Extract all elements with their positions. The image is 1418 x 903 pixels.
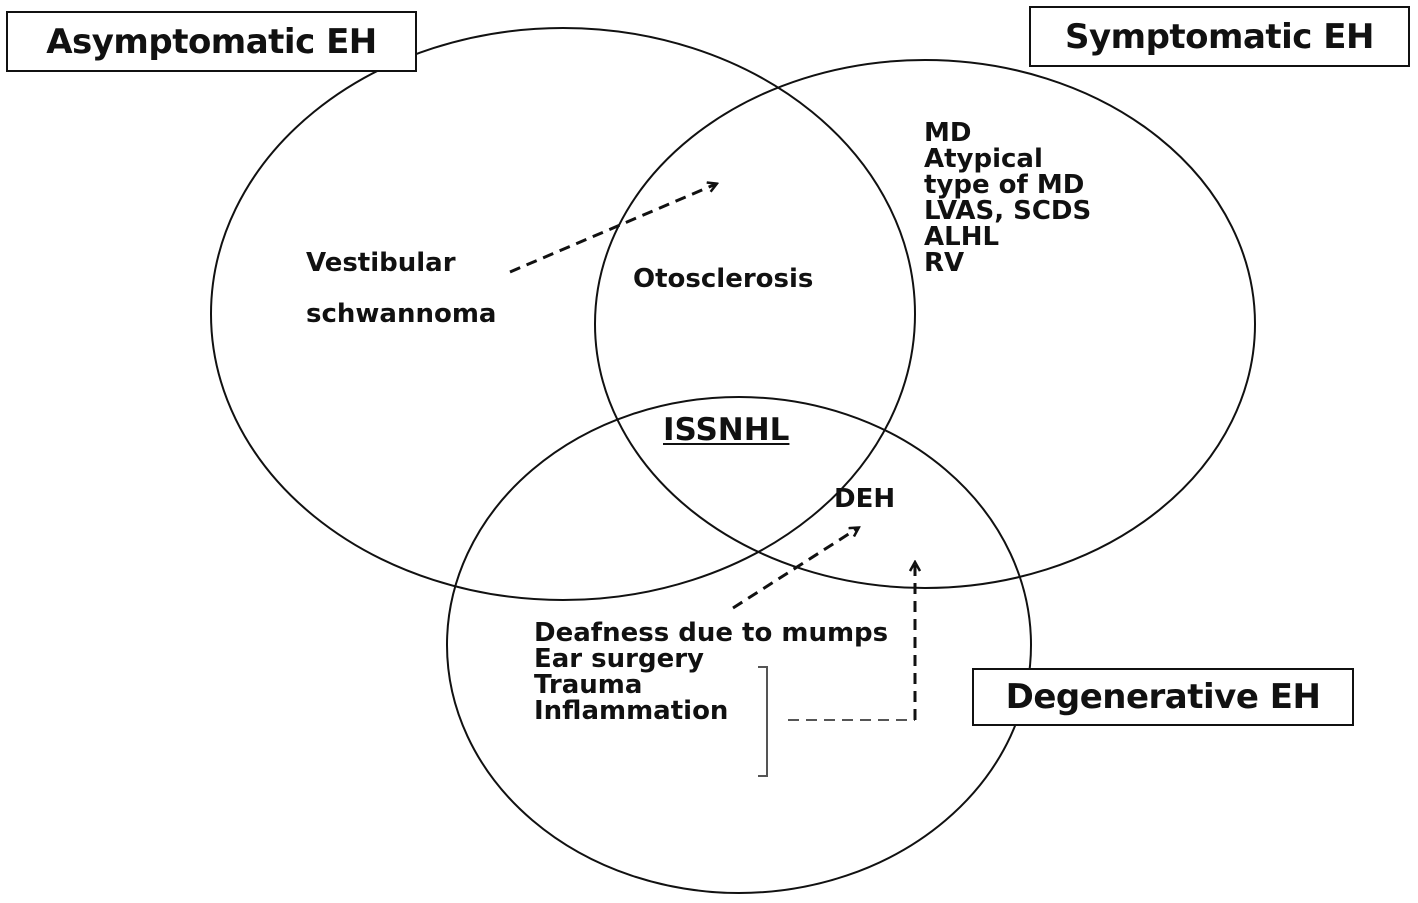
symptomatic-item: type of MD (924, 170, 1085, 200)
degenerative-item: Inflammation (534, 696, 729, 726)
causes-bracket (758, 666, 768, 777)
asymptomatic-item: Vestibular (306, 248, 456, 278)
symptomatic-list: MD Atypical type of MD LVAS, SCDS ALHL R… (924, 120, 1091, 276)
degenerative-item: Ear surgery (534, 644, 705, 674)
degenerative-item: Deafness due to mumps (534, 618, 889, 648)
mumps-to-deh-arrow (732, 528, 858, 610)
symptomatic-item: RV (924, 248, 965, 278)
issnhl-label: ISSNHL (663, 412, 790, 448)
degenerative-eh-label: Degenerative EH (972, 668, 1354, 726)
deh-label: DEH (834, 484, 896, 514)
asymptomatic-item: schwannoma (306, 299, 497, 329)
asymptomatic-circle (210, 27, 916, 601)
schwannoma-to-otosclerosis-arrow (509, 184, 716, 274)
symptomatic-circle (594, 59, 1256, 589)
symptomatic-item: MD (924, 118, 972, 148)
asymptomatic-eh-label: Asymptomatic EH (6, 11, 417, 72)
symptomatic-item: Atypical (924, 144, 1043, 174)
symptomatic-eh-label: Symptomatic EH (1029, 6, 1410, 67)
degenerative-circle (446, 396, 1032, 894)
symptomatic-item: LVAS, SCDS (924, 196, 1092, 226)
degenerative-item: Trauma (534, 670, 643, 700)
symptomatic-item: ALHL (924, 222, 1000, 252)
otosclerosis-label: Otosclerosis (633, 264, 814, 294)
degenerative-list: Deafness due to mumps Ear surgery Trauma… (534, 620, 888, 724)
